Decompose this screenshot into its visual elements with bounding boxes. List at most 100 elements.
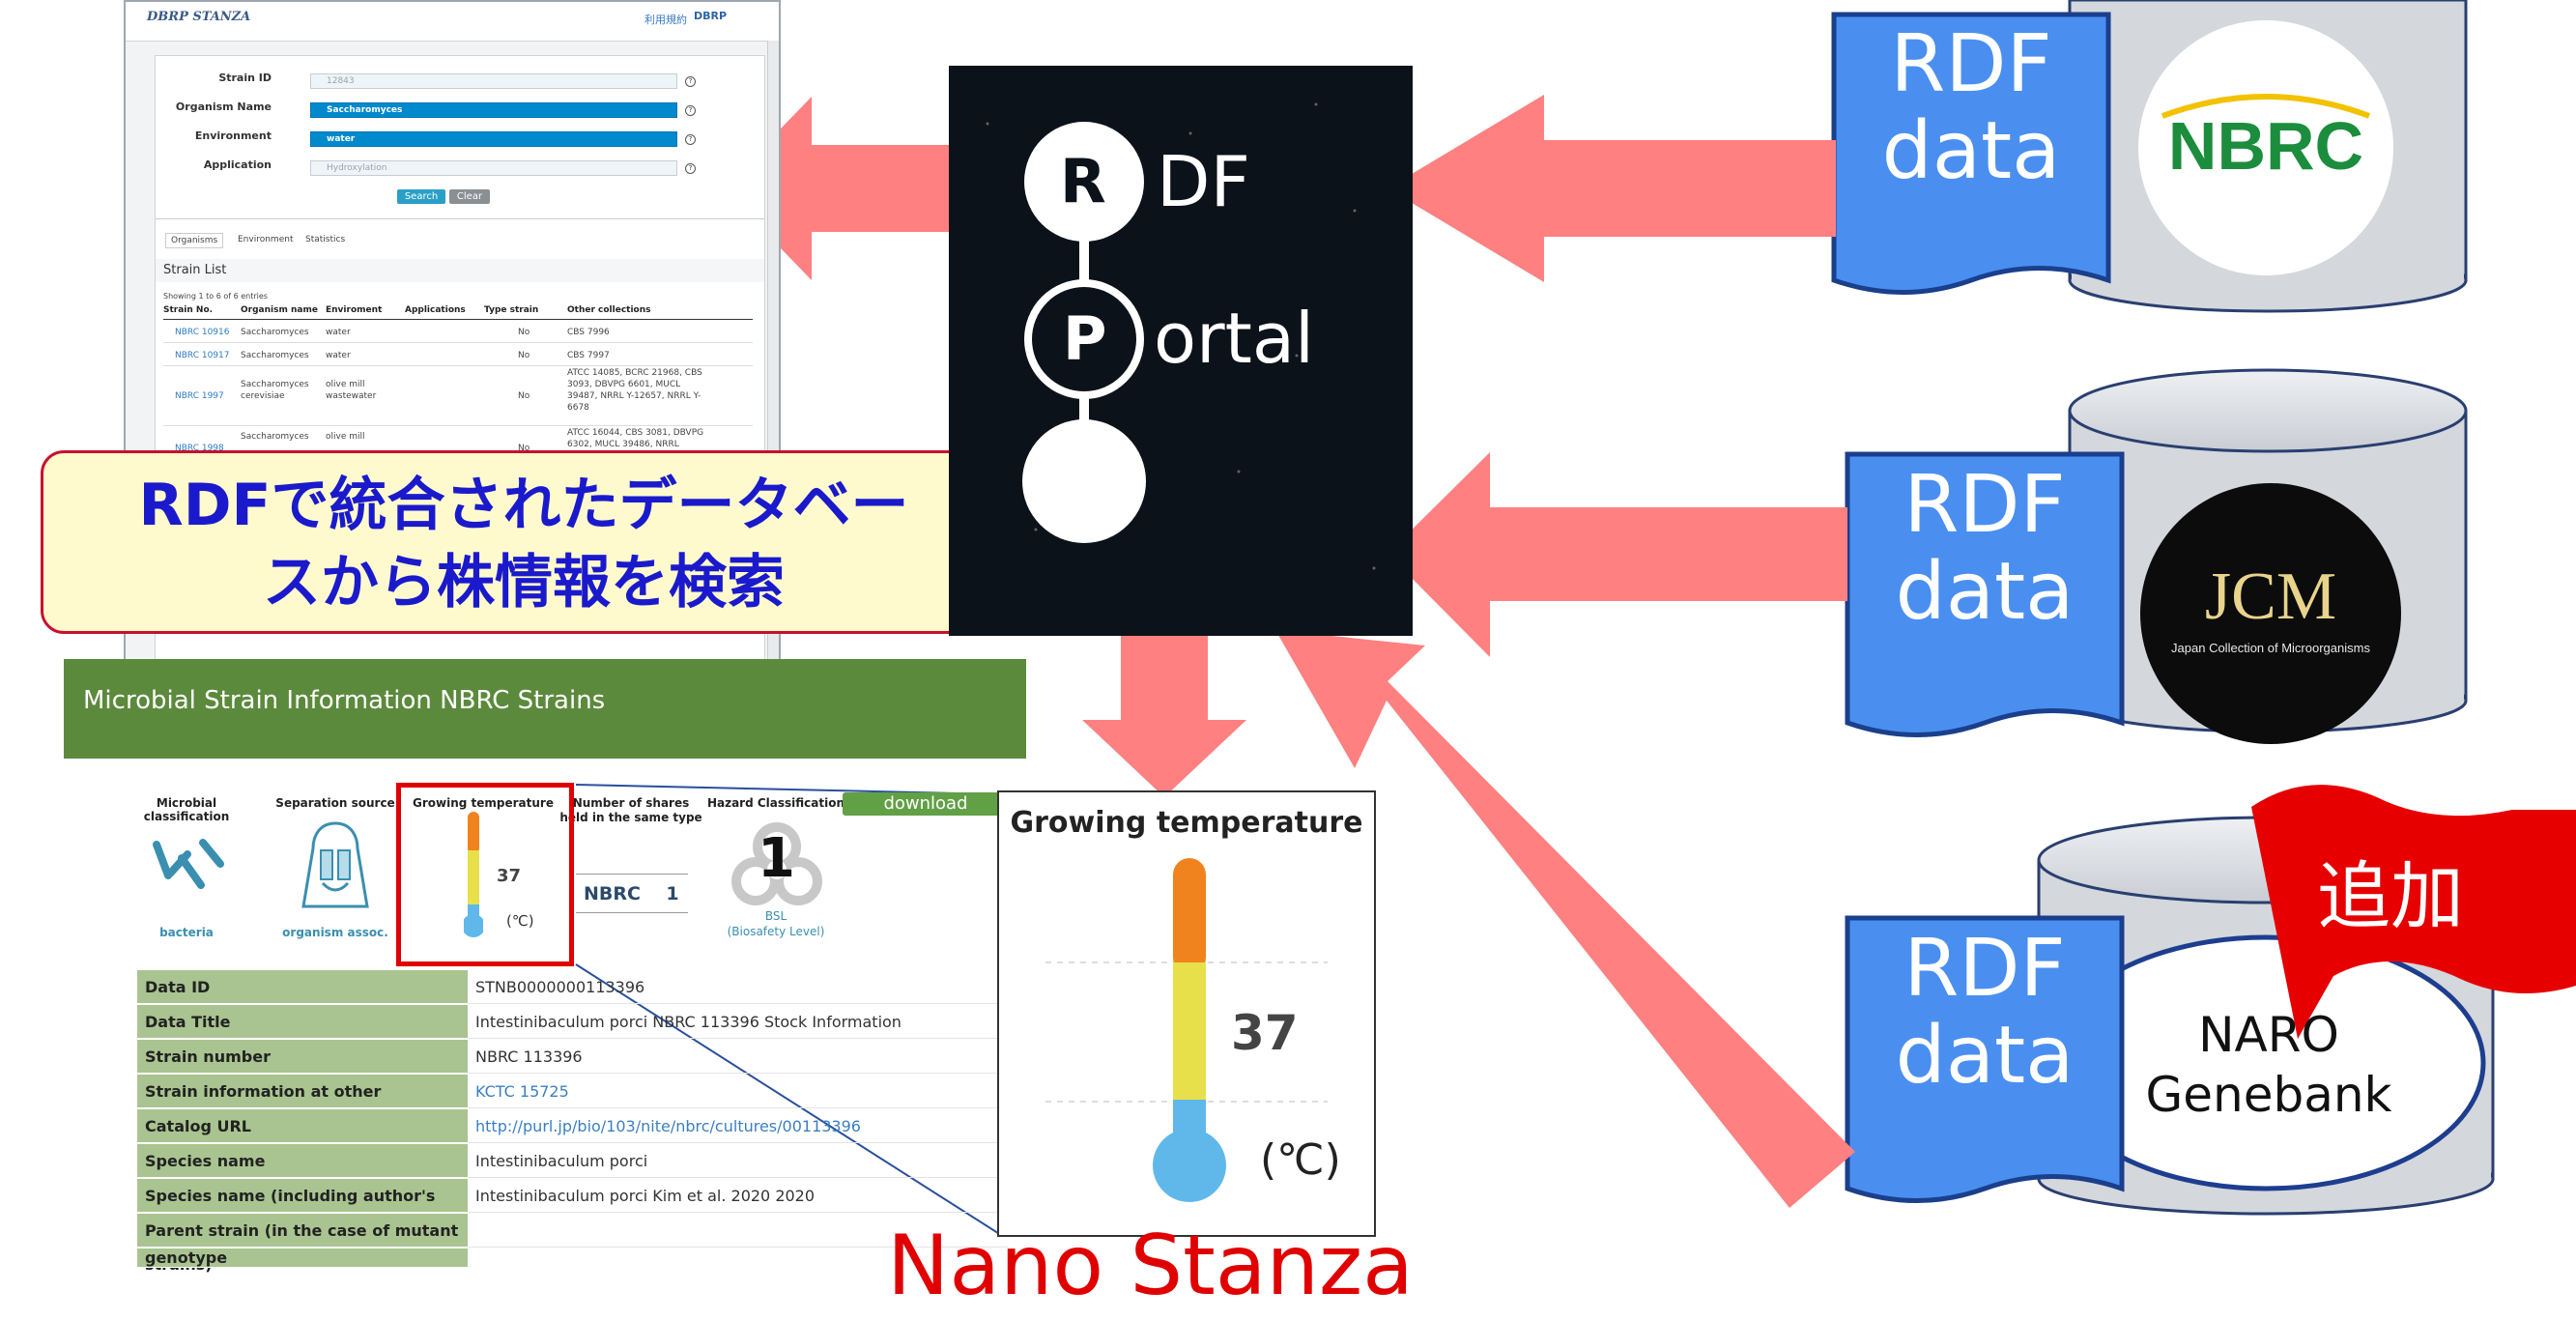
environment-input[interactable]: water bbox=[310, 131, 677, 147]
category-title: Separation source bbox=[275, 796, 395, 810]
table-value: STNB0000000113396 bbox=[468, 970, 1009, 1004]
table-key: Data ID bbox=[137, 970, 468, 1004]
strain-id-input[interactable]: 12843 bbox=[310, 73, 677, 89]
bacteria-icon bbox=[153, 839, 224, 889]
category-sub: organism assoc. bbox=[282, 926, 388, 939]
table-cell: ATCC 14085, BCRC 21968, CBS 3093, DBVPG … bbox=[567, 368, 702, 413]
rdf-data-badge-3 bbox=[1845, 915, 2125, 1203]
portal-letter-r: R bbox=[1060, 146, 1106, 216]
table-value-link[interactable]: http://purl.jp/bio/103/nite/nbrc/culture… bbox=[468, 1109, 1009, 1143]
jcm-logo-disc bbox=[2140, 483, 2401, 744]
callout-line-1: RDFで統合されたデータベー bbox=[138, 472, 909, 539]
help-icon[interactable]: ? bbox=[685, 105, 696, 116]
nano-stanza-label: Nano Stanza bbox=[887, 1218, 1414, 1314]
jcm-logo-icon: JCM bbox=[2205, 560, 2336, 634]
tab-statistics[interactable]: Statistics bbox=[305, 235, 346, 244]
shares-value: NBRC 1 bbox=[584, 883, 679, 904]
table-cell: Saccharomyces bbox=[241, 351, 309, 360]
table-cell: water bbox=[326, 351, 351, 360]
strain-link[interactable]: NBRC 1998 bbox=[175, 444, 224, 453]
table-cell: No bbox=[518, 391, 530, 401]
table-cell: Saccharomyces bbox=[241, 432, 309, 442]
stanza-temperature-value: 37 bbox=[1231, 1005, 1299, 1061]
stanza-thermometer-icon bbox=[1045, 858, 1328, 1202]
category-title: Microbial classification bbox=[143, 796, 230, 823]
table-key: Data Title bbox=[137, 1005, 468, 1039]
table-cell: Saccharomyces cerevisiae bbox=[241, 380, 309, 401]
table-key: Strain information at other institutions bbox=[137, 1075, 468, 1134]
table-cell: No bbox=[518, 351, 530, 360]
table-cell: olive mill wastewater bbox=[326, 380, 377, 401]
table-value: Intestinibaculum porci Kim et al. 2020 2… bbox=[468, 1179, 1009, 1213]
column-header[interactable]: Strain No. bbox=[163, 305, 214, 315]
rdf-portal-logo: R DF P ortal bbox=[949, 66, 1413, 636]
table-value bbox=[468, 1214, 1009, 1248]
table-cell: No bbox=[518, 328, 530, 337]
category-sub: BSL (Biosafety Level) bbox=[727, 909, 825, 938]
strain-id-label: Strain ID bbox=[218, 72, 272, 84]
table-value: NBRC 113396 bbox=[468, 1040, 1009, 1074]
table-key: Parent strain (in the case of mutant str… bbox=[137, 1214, 468, 1274]
naro-genebank-label: NARO Genebank bbox=[2145, 1007, 2392, 1123]
portal-graphic bbox=[986, 102, 1376, 570]
callout-text: RDFで統合されたデータベー スから株情報を検索 bbox=[43, 467, 1004, 621]
biohazard-icon bbox=[731, 822, 822, 905]
help-icon[interactable]: ? bbox=[685, 163, 696, 174]
table-value-link[interactable]: KCTC 15725 bbox=[468, 1075, 1009, 1108]
strain-list-title: Strain List bbox=[163, 263, 227, 277]
column-header[interactable]: Enviroment bbox=[326, 305, 383, 315]
stanza-temperature-unit: (℃) bbox=[1260, 1135, 1341, 1185]
temperature-value: 37 bbox=[497, 866, 522, 886]
strain-link[interactable]: NBRC 10917 bbox=[175, 351, 230, 360]
callout-box: RDFで統合されたデータベー スから株情報を検索 bbox=[41, 450, 1007, 634]
application-label: Application bbox=[203, 158, 272, 171]
stanza-title: Growing temperature bbox=[1010, 806, 1363, 840]
nbrc-logo-disc bbox=[2138, 20, 2393, 275]
table-key: Catalog URL bbox=[137, 1109, 468, 1143]
table-cell: CBS 7996 bbox=[567, 328, 610, 337]
column-header[interactable]: Organism name bbox=[241, 305, 318, 315]
organism-name-label: Organism Name bbox=[175, 100, 272, 113]
dbrp-brand-logo: DBRP bbox=[694, 10, 728, 22]
table-key: Species name (including author's name) bbox=[137, 1179, 468, 1239]
download-button[interactable]: download bbox=[843, 792, 1009, 816]
arrow-naro-to-portal bbox=[1275, 630, 1855, 1208]
callout-line-2: スから株情報を検索 bbox=[263, 549, 785, 617]
nano-stanza-card: Growing temperature 37 (℃) bbox=[997, 790, 1376, 1237]
table-cell: water bbox=[326, 328, 351, 337]
added-flag-label: 追加 bbox=[2317, 853, 2464, 939]
column-header[interactable]: Other collections bbox=[567, 305, 651, 315]
organism-name-input[interactable]: Saccharomyces bbox=[310, 102, 677, 118]
rdf-data-badge-2 bbox=[1845, 451, 2125, 737]
tab-organisms[interactable]: Organisms bbox=[165, 233, 224, 248]
table-value: Intestinibaculum porci bbox=[468, 1144, 1009, 1178]
clear-button[interactable]: Clear bbox=[449, 189, 490, 204]
column-header[interactable]: Applications bbox=[405, 305, 466, 315]
strain-info-title: Microbial Strain Information NBRC Strain… bbox=[83, 686, 606, 715]
thermometer-icon bbox=[464, 812, 483, 937]
terms-link[interactable]: 利用規約 bbox=[644, 14, 687, 26]
tab-environment[interactable]: Environment bbox=[238, 235, 294, 244]
added-flag-icon bbox=[2251, 785, 2576, 1039]
rdf-data-label-1: RDF data bbox=[1881, 18, 2061, 197]
environment-label: Environment bbox=[194, 129, 272, 142]
portal-text-ortal: ortal bbox=[1154, 298, 1315, 379]
strain-link[interactable]: NBRC 10916 bbox=[175, 328, 230, 337]
rdf-data-label-2: RDF data bbox=[1895, 459, 2075, 638]
help-icon[interactable]: ? bbox=[685, 76, 696, 87]
table-cell: ATCC 16044, CBS 3081, DBVPG 6302, MUCL 3… bbox=[567, 428, 704, 449]
rdf-data-badge-1 bbox=[1831, 12, 2111, 295]
arrow-nbrc-to-portal bbox=[1388, 95, 1836, 282]
jcm-logo-caption: Japan Collection of Microorganisms bbox=[2171, 641, 2370, 655]
help-icon[interactable]: ? bbox=[685, 134, 696, 145]
strain-link[interactable]: NBRC 1997 bbox=[175, 391, 224, 401]
category-title: Number of shares held in the same type bbox=[559, 796, 702, 824]
category-title: Hazard Classification bbox=[706, 796, 845, 810]
search-button[interactable]: Search bbox=[397, 189, 445, 204]
highlight-frame bbox=[396, 783, 574, 966]
application-input[interactable]: Hydroxylation bbox=[310, 160, 677, 176]
table-value: Intestinibaculum porci NBRC 113396 Stock… bbox=[468, 1005, 1009, 1039]
column-header[interactable]: Type strain bbox=[484, 305, 539, 315]
dbrp-logo: DBRP STANZA bbox=[147, 10, 251, 24]
